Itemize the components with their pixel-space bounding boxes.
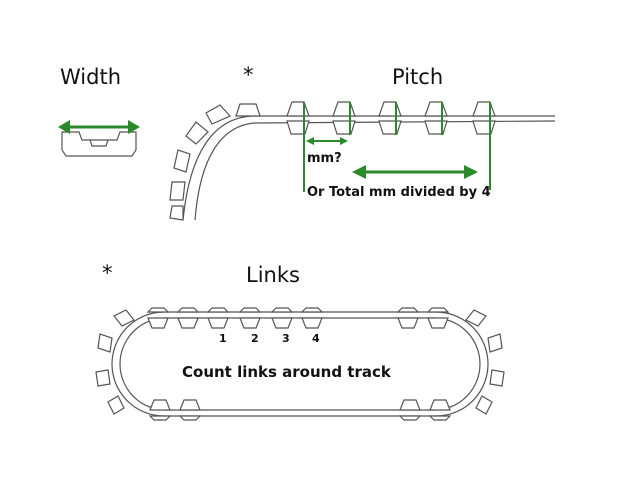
curve-lug: [235, 103, 261, 117]
width-arrow-left: [58, 120, 70, 134]
mm-arrow-left: [306, 137, 314, 145]
pitch-lug-bottom: [424, 120, 448, 135]
width-label: Width: [60, 65, 121, 89]
curve-lug: [185, 121, 209, 145]
pitch-lug-top: [378, 101, 402, 117]
track-loop-outer: [111, 311, 489, 417]
link-lug-bottom-inner: [429, 399, 451, 411]
total-arrow-left: [352, 165, 366, 179]
link-lug-bottom-inner: [399, 399, 421, 411]
link-number-4: 4: [312, 332, 320, 345]
pitch-lug-bottom: [472, 120, 496, 135]
cross-section-lug: [89, 139, 109, 147]
link-lug-bottom: [398, 415, 422, 421]
link-lug-top: [176, 307, 200, 313]
pitch-lug-bottom: [378, 120, 402, 135]
width-section: Width: [58, 65, 140, 157]
link-lug-top-inner: [207, 317, 229, 329]
side-lug: [475, 395, 493, 415]
pitch-section: * Pitch mm? Or Total mm divided by 4: [169, 63, 556, 221]
link-lug-top: [270, 307, 294, 313]
link-lug-top: [300, 307, 324, 313]
curve-lug: [205, 104, 232, 125]
pitch-lug-top: [472, 101, 496, 117]
side-lug: [465, 309, 487, 327]
link-lugs: [146, 307, 452, 421]
link-number-2: 2: [251, 332, 259, 345]
track-loop-inner: [119, 317, 481, 411]
link-lug-top-inner: [239, 317, 261, 329]
side-lug: [95, 369, 111, 387]
link-lug-bottom-inner: [149, 399, 171, 411]
link-lug-bottom: [148, 415, 172, 421]
link-lug-bottom-inner: [179, 399, 201, 411]
count-links-label: Count links around track: [182, 363, 392, 381]
mm-arrow-right: [340, 137, 348, 145]
link-lug-top: [206, 307, 230, 313]
links-label: Links: [246, 263, 300, 287]
link-lug-top: [238, 307, 262, 313]
link-lug-top: [426, 307, 450, 313]
total-arrow-right: [464, 165, 478, 179]
link-lug-top-inner: [271, 317, 293, 329]
side-lug: [107, 395, 125, 415]
pitch-lug-bottom: [332, 120, 356, 135]
asterisk-links: *: [102, 261, 113, 285]
pitch-lug-top: [332, 101, 356, 117]
side-lug: [113, 309, 135, 327]
asterisk-top: *: [243, 63, 254, 87]
link-lug-bottom: [428, 415, 452, 421]
link-lug-top-inner: [301, 317, 323, 329]
curve-lug: [173, 149, 191, 173]
side-lug: [97, 333, 113, 353]
pitch-belt-outer: [182, 115, 555, 221]
links-section: * Links 1 2 3 4 Count links around track: [95, 261, 505, 421]
pitch-belt-inner: [194, 120, 556, 221]
side-lug: [487, 333, 503, 353]
curve-lug: [169, 205, 184, 221]
side-lug: [489, 369, 505, 387]
pitch-lug-top: [286, 101, 310, 117]
pitch-lug-top: [424, 101, 448, 117]
link-number-3: 3: [282, 332, 290, 345]
link-lug-top-inner: [147, 317, 169, 329]
link-lug-top: [146, 307, 170, 313]
mm-question-label: mm?: [307, 151, 342, 166]
link-lug-top-inner: [397, 317, 419, 329]
pitch-lugs: [286, 101, 496, 135]
link-lug-top: [396, 307, 420, 313]
link-lug-top-inner: [177, 317, 199, 329]
width-arrow-right: [128, 120, 140, 134]
pitch-label: Pitch: [392, 65, 443, 89]
total-mm-label: Or Total mm divided by 4: [307, 185, 491, 200]
link-lug-top-inner: [427, 317, 449, 329]
link-lug-bottom: [178, 415, 202, 421]
track-cross-section: [61, 131, 137, 157]
link-number-1: 1: [219, 332, 227, 345]
curve-lug: [169, 181, 186, 201]
pitch-lug-bottom: [286, 120, 310, 135]
